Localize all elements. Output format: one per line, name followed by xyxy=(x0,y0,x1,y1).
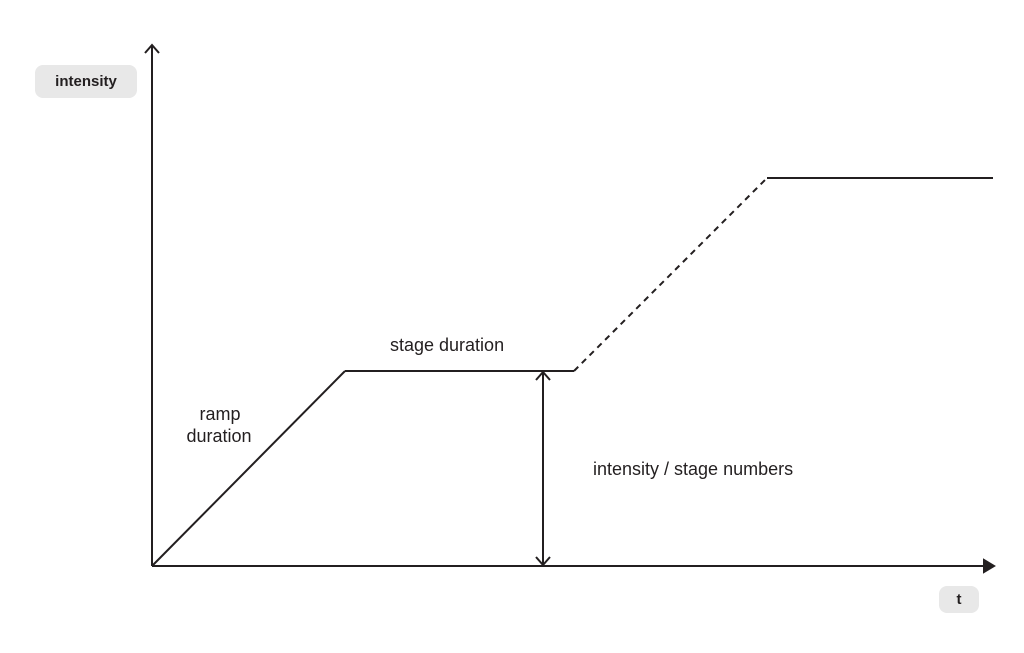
ramp-dashed-line xyxy=(573,177,768,372)
ramp-label-line1: ramp xyxy=(199,404,241,424)
ramp-label-line2: duration xyxy=(186,426,252,446)
intensity-arrow-bottom xyxy=(535,556,551,567)
y-axis-label-text: intensity xyxy=(55,73,117,90)
x-axis-label-text: t xyxy=(956,591,962,608)
x-axis-arrowhead xyxy=(983,558,996,574)
y-axis-arrowhead xyxy=(144,43,160,54)
intensity-arrow-top xyxy=(535,370,551,381)
stage-duration-label: stage duration xyxy=(390,335,505,355)
x-axis-label: t xyxy=(939,586,979,613)
y-axis-label: intensity xyxy=(35,65,137,98)
ramp-line xyxy=(151,370,346,567)
ramp-duration-label: ramp duration xyxy=(180,403,260,447)
intensity-stage-numbers-label: intensity / stage numbers xyxy=(593,459,794,479)
